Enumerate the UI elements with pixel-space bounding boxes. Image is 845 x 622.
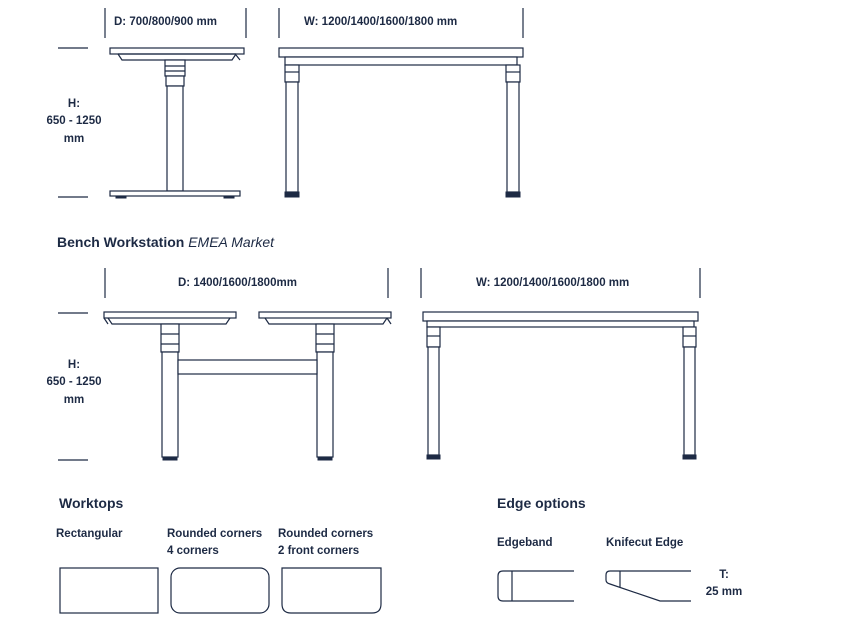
edgeband-profile xyxy=(497,570,574,602)
bench-side-view xyxy=(103,311,392,461)
worktop-rounded-2-shape xyxy=(281,567,382,614)
single-height-label-range: 650 - 1250 xyxy=(46,115,102,127)
worktop-rectangular-label: Rectangular xyxy=(56,528,123,540)
worktop-shapes xyxy=(59,567,382,614)
knifecut-profile xyxy=(605,570,691,602)
single-height-label-unit: mm xyxy=(63,133,85,145)
bench-front-view xyxy=(422,311,699,460)
worktop-rectangular-shape xyxy=(59,567,159,614)
single-desk-side-view xyxy=(109,47,245,199)
bench-depth-label: D: 1400/1600/1800mm xyxy=(178,277,297,289)
worktop-rounded-2-label: Rounded corners xyxy=(278,528,374,540)
bench-title-text: Bench Workstation xyxy=(57,234,185,250)
bench-height-label-prefix: H: xyxy=(67,359,81,371)
bench-height-label-range: 650 - 1250 xyxy=(46,376,102,388)
worktops-title: Worktops xyxy=(59,495,124,511)
worktop-rounded-4-shape xyxy=(170,567,270,614)
edge-edgeband-label: Edgeband xyxy=(497,537,553,549)
bench-title: Bench Workstation EMEA Market xyxy=(57,234,274,250)
edge-profiles xyxy=(497,570,691,602)
bench-width-label: W: 1200/1400/1600/1800 mm xyxy=(476,277,630,289)
single-depth-label: D: 700/800/900 mm xyxy=(114,16,217,28)
worktop-rounded-2-detail: 2 front corners xyxy=(278,545,360,557)
edge-thickness-value: 25 mm xyxy=(705,586,743,598)
single-height-label-prefix: H: xyxy=(67,98,81,110)
bench-title-market: EMEA Market xyxy=(188,234,275,250)
bench-dimension-ticks xyxy=(58,268,701,461)
bench-height-label-unit: mm xyxy=(63,394,85,406)
edge-knifecut-label: Knifecut Edge xyxy=(606,537,684,549)
single-dimension-ticks xyxy=(58,8,524,198)
edge-options-title: Edge options xyxy=(497,495,586,511)
worktop-rounded-4-label: Rounded corners xyxy=(167,528,263,540)
worktop-rounded-4-detail: 4 corners xyxy=(167,545,219,557)
edge-thickness-prefix: T: xyxy=(719,569,729,581)
single-width-label: W: 1200/1400/1600/1800 mm xyxy=(304,16,458,28)
single-desk-front-view xyxy=(278,47,524,198)
